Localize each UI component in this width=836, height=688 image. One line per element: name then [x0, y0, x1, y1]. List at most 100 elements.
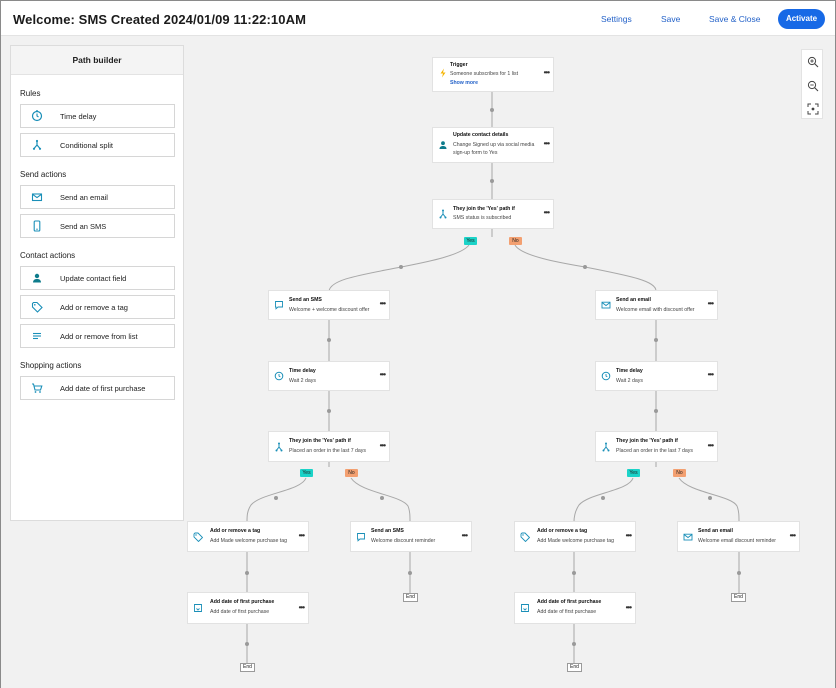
save-button[interactable]: Save: [661, 14, 681, 24]
node-send-email[interactable]: Send an email Welcome email discount rem…: [678, 522, 799, 551]
clock-icon: [601, 371, 611, 381]
person-icon: [33, 273, 41, 283]
phone-icon: [33, 220, 41, 232]
node-desc: Add Made welcome purchase tag: [210, 538, 287, 544]
node-desc: Welcome discount reminder: [371, 538, 436, 544]
node-trigger[interactable]: Trigger Someone subscribes for 1 list Sh…: [433, 58, 553, 91]
cart-calendar-icon: [194, 604, 202, 612]
node-send-sms[interactable]: Send an SMS Welcome discount reminder ••…: [351, 522, 471, 551]
node-desc: Wait 2 days: [616, 378, 643, 384]
tag-icon: [193, 532, 203, 542]
split-icon: [275, 442, 283, 452]
node-add-date-first-purchase[interactable]: Add date of first purchase Add date of f…: [188, 593, 308, 623]
node-desc: Wait 2 days: [289, 378, 316, 384]
node-add-date-first-purchase[interactable]: Add date of first purchase Add date of f…: [515, 593, 635, 623]
mail-icon: [601, 301, 611, 309]
more-menu-button[interactable]: •••: [379, 370, 386, 379]
end-marker: End: [240, 663, 255, 672]
more-menu-button[interactable]: •••: [707, 299, 714, 308]
mail-icon: [683, 533, 693, 541]
node-add-remove-tag[interactable]: Add or remove a tag Add Made welcome pur…: [188, 522, 308, 551]
node-add-remove-tag[interactable]: Add or remove a tag Add Made welcome pur…: [515, 522, 635, 551]
more-menu-button[interactable]: •••: [789, 531, 796, 540]
sidebar-item-label: Update contact field: [60, 274, 127, 283]
cart-icon: [32, 383, 43, 393]
path-builder-title: Path builder: [11, 46, 183, 75]
zoom-in-icon[interactable]: [807, 56, 819, 68]
no-path-badge: No: [673, 469, 686, 477]
node-title: Add date of first purchase: [210, 599, 275, 605]
node-title: They join the 'Yes' path if: [453, 206, 515, 212]
more-menu-button[interactable]: •••: [625, 603, 632, 612]
sidebar-item-label: Add or remove from list: [60, 332, 138, 341]
node-time-delay[interactable]: Time delay Wait 2 days •••: [596, 362, 717, 390]
more-menu-button[interactable]: •••: [707, 441, 714, 450]
end-marker: End: [567, 663, 582, 672]
more-menu-button[interactable]: •••: [625, 531, 632, 540]
more-menu-button[interactable]: •••: [543, 139, 550, 148]
no-path-badge: No: [345, 469, 358, 477]
sidebar-item-time-delay[interactable]: Time delay: [20, 104, 175, 128]
sidebar-item-add-remove-list[interactable]: Add or remove from list: [20, 324, 175, 348]
save-close-button[interactable]: Save & Close: [709, 14, 761, 24]
more-menu-button[interactable]: •••: [298, 531, 305, 540]
more-menu-button[interactable]: •••: [298, 603, 305, 612]
chat-icon: [357, 533, 365, 542]
node-conditional-split[interactable]: They join the 'Yes' path if SMS status i…: [433, 200, 553, 228]
split-icon: [602, 442, 610, 452]
sidebar-item-send-email[interactable]: Send an email: [20, 185, 175, 209]
yes-path-badge: Yes: [464, 237, 477, 245]
node-title: Update contact details: [453, 132, 509, 138]
more-menu-button[interactable]: •••: [543, 68, 550, 77]
sidebar-item-conditional-split[interactable]: Conditional split: [20, 133, 175, 157]
node-desc: Welcome + welcome discount offer: [289, 307, 370, 313]
sidebar-item-send-sms[interactable]: Send an SMS: [20, 214, 175, 238]
clock-icon: [31, 110, 43, 122]
mail-icon: [31, 193, 43, 202]
tag-icon: [520, 532, 530, 542]
activate-button[interactable]: Activate: [778, 9, 825, 29]
node-title: Add or remove a tag: [210, 528, 261, 534]
section-send-actions: Send actions: [20, 170, 67, 179]
more-menu-button[interactable]: •••: [543, 208, 550, 217]
node-desc: Welcome email with discount offer: [616, 307, 695, 313]
node-desc: sign-up form to Yes: [453, 150, 498, 156]
node-title: Send an email: [698, 528, 733, 534]
more-menu-button[interactable]: •••: [461, 531, 468, 540]
more-menu-button[interactable]: •••: [379, 441, 386, 450]
cart-calendar-icon: [521, 604, 529, 612]
fit-screen-icon[interactable]: [807, 103, 819, 115]
sidebar-item-add-date-first-purchase[interactable]: Add date of first purchase: [20, 376, 175, 400]
node-update-contact[interactable]: Update contact details Change Signed up …: [433, 128, 553, 162]
node-title: Send an SMS: [289, 297, 322, 303]
sidebar-item-label: Send an SMS: [60, 222, 107, 231]
show-more-link[interactable]: Show more: [450, 80, 478, 86]
node-conditional-split[interactable]: They join the 'Yes' path if Placed an or…: [269, 432, 389, 461]
node-send-email[interactable]: Send an email Welcome email with discoun…: [596, 291, 717, 319]
node-title: Trigger: [450, 62, 468, 68]
node-send-sms[interactable]: Send an SMS Welcome + welcome discount o…: [269, 291, 389, 319]
sidebar-item-update-contact[interactable]: Update contact field: [20, 266, 175, 290]
node-conditional-split[interactable]: They join the 'Yes' path if Placed an or…: [596, 432, 717, 461]
list-icon: [33, 332, 41, 340]
end-marker: End: [731, 593, 746, 602]
path-builder-panel: Path builder Rules Time delay Conditiona…: [10, 45, 184, 521]
bolt-icon: [440, 68, 446, 78]
split-icon: [32, 139, 42, 150]
zoom-controls: [801, 49, 823, 119]
zoom-out-icon[interactable]: [807, 80, 819, 92]
node-time-delay[interactable]: Time delay Wait 2 days •••: [269, 362, 389, 390]
node-desc: Someone subscribes for 1 list: [450, 71, 519, 77]
node-title: They join the 'Yes' path if: [616, 438, 678, 444]
more-menu-button[interactable]: •••: [379, 299, 386, 308]
section-shopping-actions: Shopping actions: [20, 361, 82, 370]
settings-button[interactable]: Settings: [601, 14, 632, 24]
sidebar-item-label: Add date of first purchase: [60, 384, 146, 393]
node-desc: Add date of first purchase: [537, 609, 597, 615]
node-title: Add or remove a tag: [537, 528, 588, 534]
node-desc: Change Signed up via social media: [453, 142, 535, 148]
more-menu-button[interactable]: •••: [707, 370, 714, 379]
sidebar-item-add-remove-tag[interactable]: Add or remove a tag: [20, 295, 175, 319]
top-bar: Welcome: SMS Created 2024/01/09 11:22:10…: [1, 1, 835, 36]
